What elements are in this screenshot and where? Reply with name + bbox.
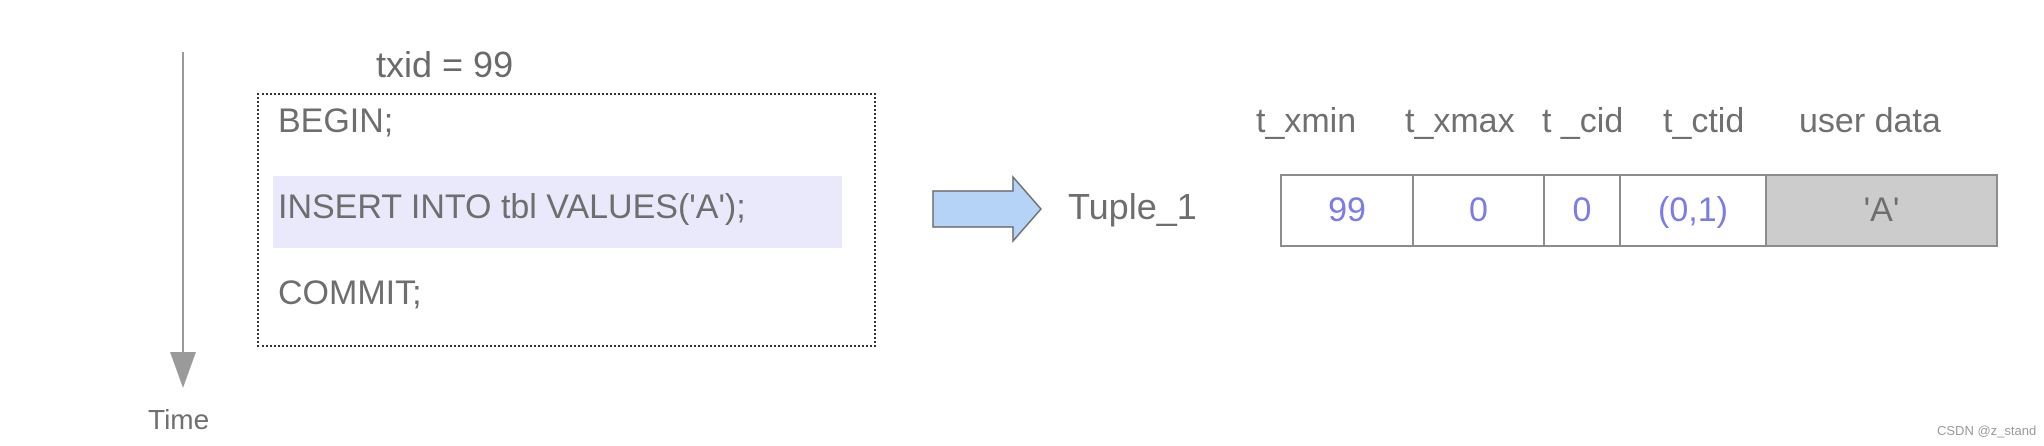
tuple-label: Tuple_1 xyxy=(1068,186,1197,227)
header-t-xmax: t_xmax xyxy=(1405,102,1515,140)
header-t-ctid: t_ctid xyxy=(1663,102,1745,140)
header-t-xmin: t_xmin xyxy=(1256,102,1357,140)
txid-label: txid = 99 xyxy=(376,44,514,85)
cell-t-ctid: (0,1) xyxy=(1621,176,1767,245)
tuple-table: 99 0 0 (0,1) 'A' xyxy=(1280,174,1998,247)
transaction-box xyxy=(257,93,876,347)
sql-begin-statement: BEGIN; xyxy=(278,102,394,140)
cell-t-cid: 0 xyxy=(1545,176,1621,245)
header-t-cid: t _cid xyxy=(1542,102,1624,140)
sql-insert-highlight xyxy=(273,176,842,248)
time-axis-line xyxy=(182,52,184,352)
cell-t-xmax: 0 xyxy=(1414,176,1545,245)
cell-user-data: 'A' xyxy=(1767,176,1996,245)
sql-insert-statement: INSERT INTO tbl VALUES('A'); xyxy=(278,188,746,226)
header-user-data: user data xyxy=(1799,102,1941,140)
watermark: CSDN @z_stand xyxy=(1937,423,2037,438)
right-block-arrow-icon xyxy=(932,175,1042,243)
time-axis-arrowhead-icon xyxy=(170,352,196,388)
sql-commit-statement: COMMIT; xyxy=(278,274,422,312)
time-axis-label: Time xyxy=(148,404,210,435)
cell-t-xmin: 99 xyxy=(1282,176,1414,245)
